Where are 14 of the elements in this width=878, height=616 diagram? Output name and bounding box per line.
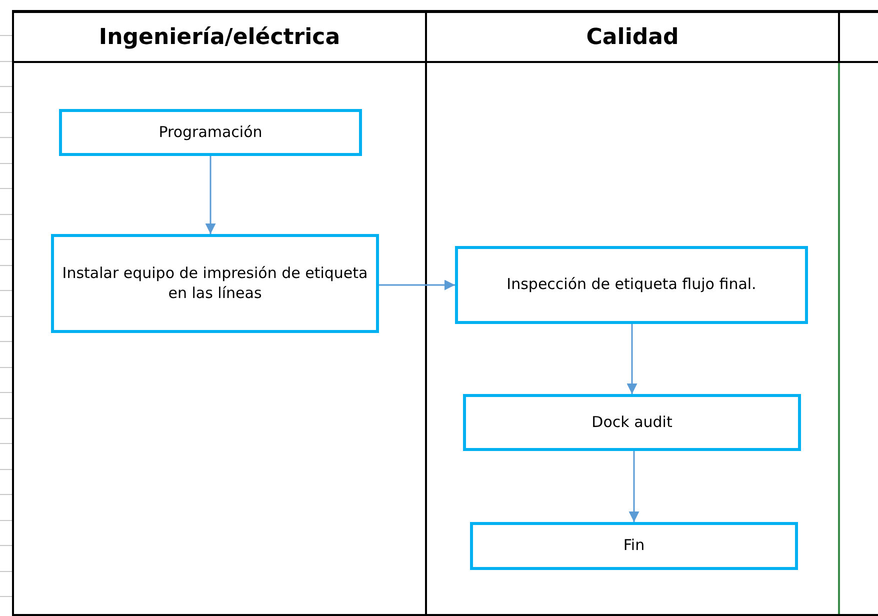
process-box: Programación bbox=[59, 109, 362, 156]
arrow bbox=[205, 156, 216, 234]
lane-header: Ingeniería/eléctrica bbox=[14, 13, 425, 63]
process-box: Instalar equipo de impresión de etiqueta en las líneas bbox=[51, 234, 379, 333]
swimlane bbox=[12, 10, 427, 616]
arrow bbox=[626, 324, 638, 394]
process-box: Fin bbox=[470, 522, 798, 570]
arrow bbox=[628, 451, 640, 522]
process-box: Inspección de etiqueta flujo final. bbox=[455, 246, 808, 324]
swimlane bbox=[425, 10, 840, 616]
swimlane bbox=[838, 10, 878, 616]
lane-header: Calidad bbox=[427, 13, 838, 63]
arrow bbox=[379, 280, 455, 290]
process-box: Dock audit bbox=[463, 394, 801, 451]
